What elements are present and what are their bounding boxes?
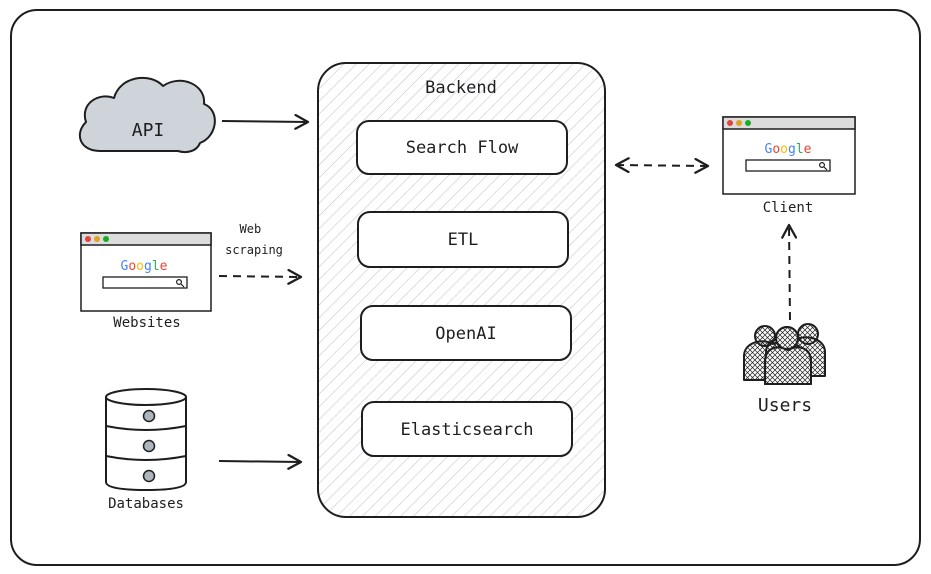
api-label: API: [132, 120, 165, 141]
backend-title: Backend: [425, 78, 497, 98]
arrow-databases-to-backend: [218, 453, 303, 470]
databases-label: Databases: [108, 496, 184, 512]
search-box: [102, 276, 188, 289]
arrow-users-to-client: [781, 223, 798, 321]
websites-browser: Google Websites: [80, 232, 212, 331]
arrow-backend-client: [614, 157, 710, 174]
close-dot: [85, 236, 91, 242]
arrow-api-to-backend: [221, 113, 310, 130]
browser-titlebar: [722, 116, 856, 130]
service-label: Search Flow: [406, 138, 519, 158]
browser-titlebar: [80, 232, 212, 246]
google-logo: Google: [121, 259, 168, 274]
service-label: OpenAI: [435, 324, 496, 344]
search-icon: [818, 162, 828, 171]
client-browser: Google Client: [722, 116, 856, 216]
disk-indicator: [142, 409, 156, 423]
maximize-dot: [103, 236, 109, 242]
close-dot: [727, 120, 733, 126]
search-icon: [176, 279, 185, 288]
minimize-dot: [736, 120, 742, 126]
disk-indicator: [142, 439, 156, 453]
users-label: Users: [758, 395, 812, 416]
web-scraping-label: Web scraping: [225, 222, 283, 257]
disk-indicator: [142, 469, 156, 483]
service-elasticsearch: Elasticsearch: [361, 401, 573, 457]
maximize-dot: [745, 120, 751, 126]
service-search-flow: Search Flow: [356, 120, 568, 175]
minimize-dot: [94, 236, 100, 242]
api-cloud: API: [78, 77, 216, 153]
service-label: Elasticsearch: [400, 420, 533, 440]
client-label: Client: [763, 200, 814, 216]
cloud-icon: [78, 77, 216, 153]
service-label: ETL: [448, 230, 479, 250]
search-box: [745, 159, 831, 172]
database-stack: Databases: [105, 388, 187, 512]
service-openai: OpenAI: [360, 305, 572, 361]
google-logo: Google: [765, 142, 812, 157]
service-etl: ETL: [357, 211, 569, 268]
users-icon: [743, 323, 826, 385]
websites-label: Websites: [113, 315, 180, 331]
